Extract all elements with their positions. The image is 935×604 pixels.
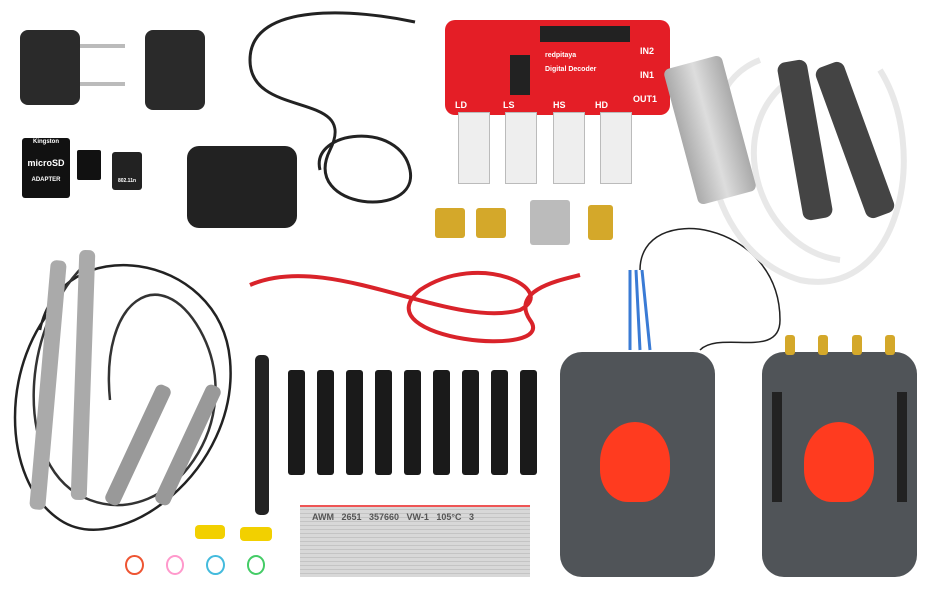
plug-pin — [80, 82, 125, 86]
power-cable — [248, 11, 416, 204]
eu-plug-adapter — [20, 30, 80, 105]
flame-logo — [804, 422, 874, 502]
label-hd: HD — [595, 100, 608, 110]
ring-green — [246, 555, 265, 575]
sd-card-adapter: Kingston microSD ADAPTER — [22, 138, 70, 198]
sma-adapter — [588, 205, 613, 240]
sma-tee-adapter — [476, 208, 506, 238]
test-hook — [404, 370, 421, 475]
test-hook — [317, 370, 334, 475]
header-connector — [540, 26, 630, 42]
microsd-card — [77, 150, 101, 180]
probe-cable-1 — [13, 263, 232, 531]
test-hook — [491, 370, 508, 475]
test-hook — [288, 370, 305, 475]
bnc-connector — [553, 112, 585, 184]
sd-brand: Kingston — [33, 139, 59, 145]
ring-blue — [206, 555, 225, 575]
yellow-cap — [240, 527, 272, 541]
ground-probe — [255, 355, 269, 515]
label-in2: IN2 — [640, 46, 655, 56]
bnc-connector — [600, 112, 632, 184]
ribbon-rainbow — [628, 269, 652, 351]
sma-port — [884, 335, 895, 355]
chip — [510, 55, 530, 95]
wire-loop — [639, 227, 781, 351]
digital-decoder-board: redpitaya Digital Decoder LD LS HS HD IN… — [445, 20, 670, 115]
bnc-connector — [505, 112, 537, 184]
logic-analyzer-device — [560, 352, 715, 577]
test-hook — [433, 370, 450, 475]
sma-tee-adapter — [435, 208, 465, 238]
board-brand: redpitaya — [545, 52, 577, 59]
label-ls: LS — [503, 100, 515, 110]
ethernet-cable — [249, 270, 581, 344]
sd-type: microSD — [27, 158, 65, 168]
power-supply — [187, 146, 297, 228]
bnc-sma-adapter — [530, 200, 570, 245]
pin-header — [897, 392, 907, 502]
sd-label: ADAPTER — [31, 177, 61, 183]
sma-ports — [785, 335, 895, 355]
sma-port — [851, 335, 862, 355]
test-hook — [346, 370, 363, 475]
pin-header — [772, 392, 782, 502]
yellow-cap — [195, 525, 225, 539]
dongle-label: 802.11n — [117, 178, 137, 184]
test-hook — [462, 370, 479, 475]
usb-wifi-dongle: 802.11n — [112, 152, 142, 190]
label-ld: LD — [455, 100, 467, 110]
plug-pin — [80, 44, 125, 48]
uk-plug-adapter — [145, 30, 205, 110]
ring-red — [125, 555, 144, 575]
ribbon-cable: AWM 2651 357660 VW-1 105°C 3 — [300, 505, 530, 577]
oscilloscope-device — [762, 352, 917, 577]
sma-port — [785, 335, 795, 355]
label-hs: HS — [553, 100, 566, 110]
sma-port — [818, 335, 829, 355]
test-hook — [520, 370, 537, 475]
probe-rings — [125, 555, 265, 575]
test-hook — [375, 370, 392, 475]
test-hook-clips — [288, 370, 538, 480]
ribbon-print: AWM 2651 357660 VW-1 105°C 3 — [312, 512, 474, 522]
label-in1: IN1 — [640, 70, 655, 80]
flame-logo — [600, 422, 670, 502]
board-title: Digital Decoder — [545, 66, 597, 73]
ring-pink — [165, 555, 184, 575]
label-out1: OUT1 — [633, 94, 658, 104]
bnc-connector — [458, 112, 490, 184]
